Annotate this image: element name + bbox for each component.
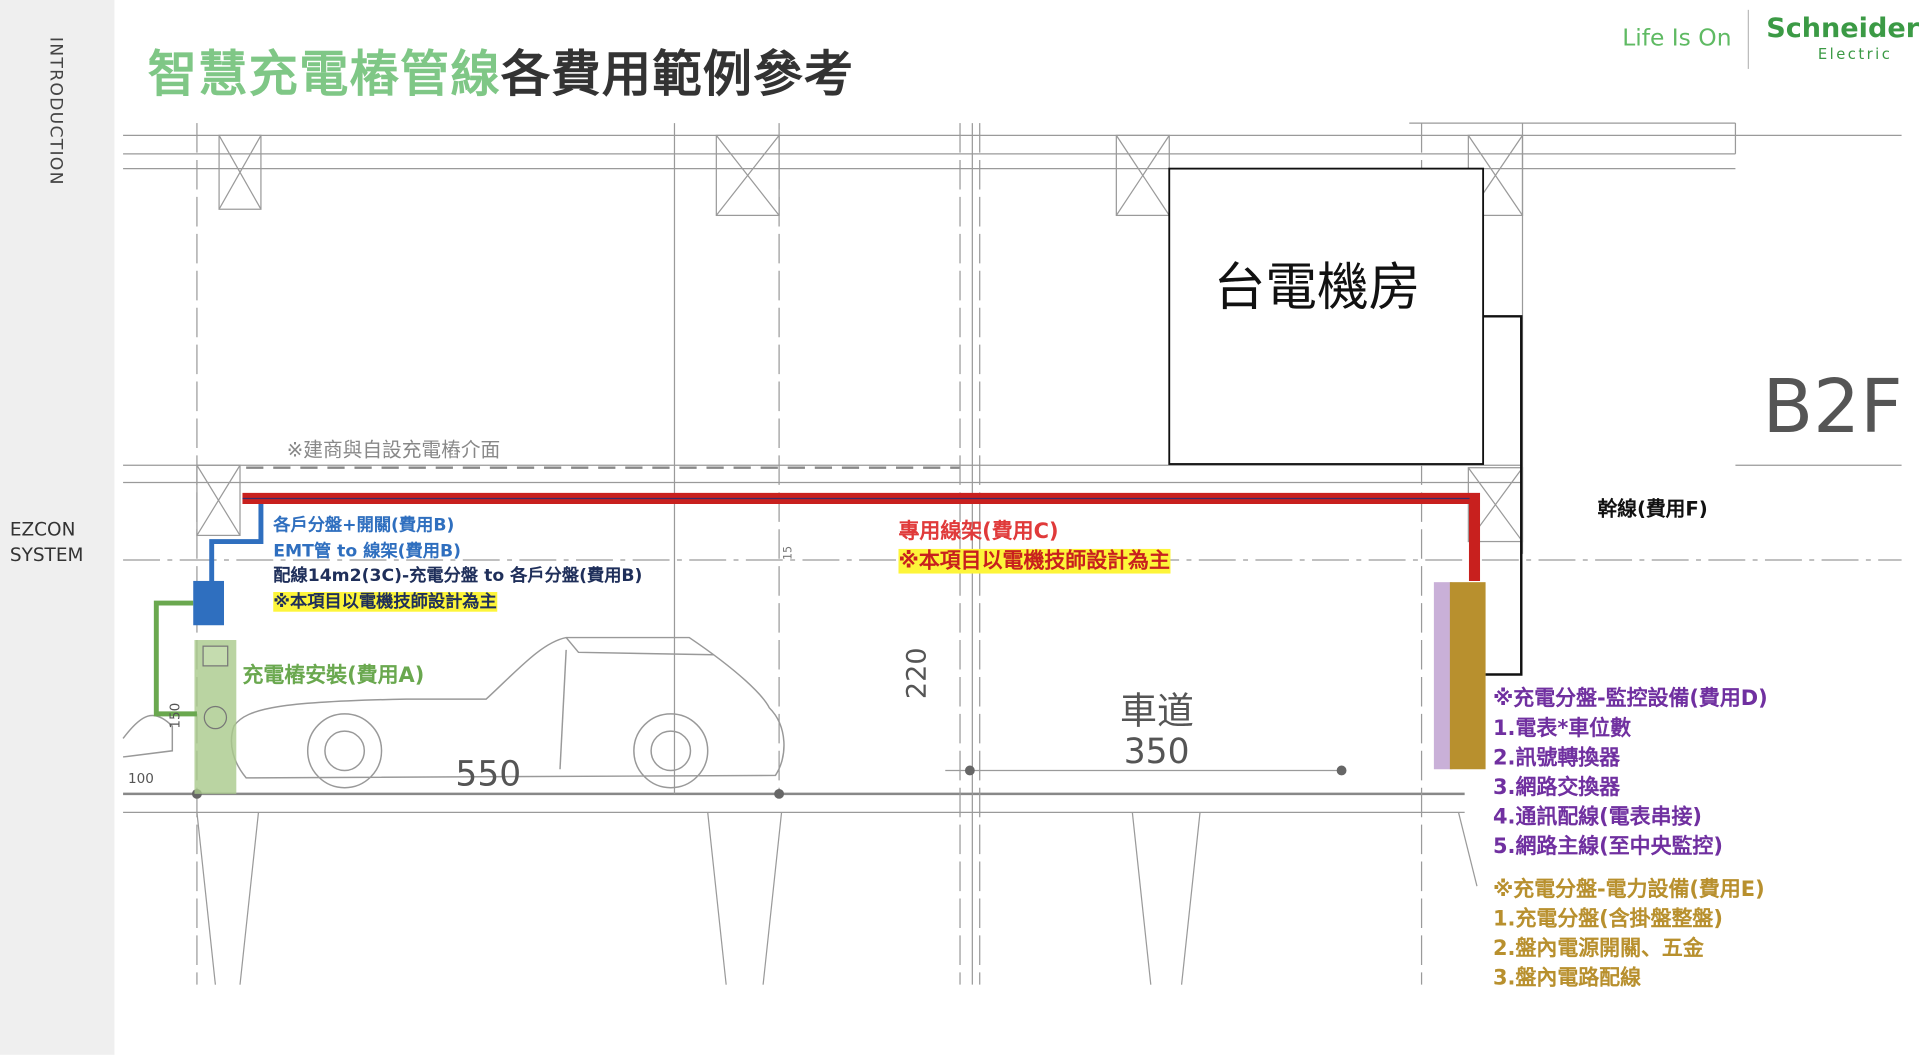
cost-a-label: 充電樁安裝(費用A) xyxy=(242,663,425,689)
dimension-100: 100 xyxy=(128,770,154,787)
interface-label: ※建商與自設充電樁介面 xyxy=(286,438,501,462)
sidebar xyxy=(0,0,115,1055)
green-cable xyxy=(153,600,197,717)
lane-label: 車道 xyxy=(1120,690,1194,734)
title-highlight: 智慧充電樁管線 xyxy=(147,46,501,104)
trunk-line xyxy=(1483,315,1523,676)
monitoring-panel xyxy=(1433,582,1453,770)
logo-divider xyxy=(1747,9,1749,69)
car-outline xyxy=(122,636,785,789)
cost-b-line: EMT管 to 線架(費用B) xyxy=(273,540,462,561)
lane-width: 350 xyxy=(1123,731,1190,772)
cost-b-notes: 各戶分盤+開關(費用B) EMT管 to 線架(費用B) 配線14m2(3C)-… xyxy=(273,513,642,614)
cost-d-line: ※充電分盤-監控設備(費用D) xyxy=(1492,686,1768,712)
trunk-label: 幹線(費用F) xyxy=(1597,497,1708,521)
cost-c-note: ※本項目以電機技師設計為主 xyxy=(898,548,1170,574)
floor-label: B2F xyxy=(1762,364,1903,451)
brand-logo: Schneider xyxy=(1766,13,1920,45)
section-label: INTRODUCTION xyxy=(45,36,66,186)
dimension-dot xyxy=(1336,765,1347,776)
page-title: 智慧充電樁管線各費用範例參考 xyxy=(148,34,854,105)
cost-e-line: 1.充電分盤(含掛盤整盤) xyxy=(1492,907,1723,932)
cost-b-note: ※本項目以電機技師設計為主 xyxy=(273,591,497,612)
cost-b-line: 各戶分盤+開關(費用B) xyxy=(273,515,455,536)
brand-logo-sub: Electric xyxy=(1817,45,1893,63)
cost-b-line: 配線14m2(3C)-充電分盤 to 各戶分盤(費用B) xyxy=(273,566,643,586)
dimension-15: 15 xyxy=(782,545,796,561)
dimension-dot xyxy=(964,765,975,776)
charger-plug xyxy=(203,705,228,730)
cost-d-line: 1.電表*車位數 xyxy=(1492,716,1632,741)
cost-e-line: ※充電分盤-電力設備(費用E) xyxy=(1492,877,1765,903)
space-length: 550 xyxy=(455,753,522,794)
cost-c-line: 專用線架(費用C) xyxy=(898,519,1059,545)
cost-c-notes: 專用線架(費用C) ※本項目以電機技師設計為主 xyxy=(898,517,1170,576)
height-dimension: 220 xyxy=(902,647,933,700)
cost-e-notes: ※充電分盤-電力設備(費用E) 1.充電分盤(含掛盤整盤) 2.盤內電源開關、五… xyxy=(1493,875,1765,993)
cost-e-line: 2.盤內電源開關、五金 xyxy=(1492,936,1704,962)
emt-conduit xyxy=(209,494,264,581)
tagline-logo: Life Is On xyxy=(1622,24,1732,52)
dimension-dot xyxy=(774,788,785,799)
power-room-box xyxy=(1168,167,1485,465)
cost-d-line: 2.訊號轉換器 xyxy=(1492,745,1621,771)
cost-e-line: 3.盤內電路配線 xyxy=(1492,966,1642,991)
charger-icon xyxy=(202,645,229,667)
dimension-150: 150 xyxy=(167,702,184,729)
cost-d-line: 5.網路主線(至中央監控) xyxy=(1492,834,1723,860)
cost-d-notes: ※充電分盤-監控設備(費用D) 1.電表*車位數 2.訊號轉換器 3.網路交換器… xyxy=(1493,684,1768,861)
power-panel xyxy=(1449,582,1486,770)
system-label: EZCON SYSTEM xyxy=(9,518,84,567)
cost-d-line: 4.通訊配線(電表串接) xyxy=(1492,804,1702,830)
cost-d-line: 3.網路交換器 xyxy=(1492,775,1621,801)
title-rest: 各費用範例參考 xyxy=(500,46,855,104)
power-room-label: 台電機房 xyxy=(1213,257,1421,318)
unit-panel xyxy=(193,580,225,626)
